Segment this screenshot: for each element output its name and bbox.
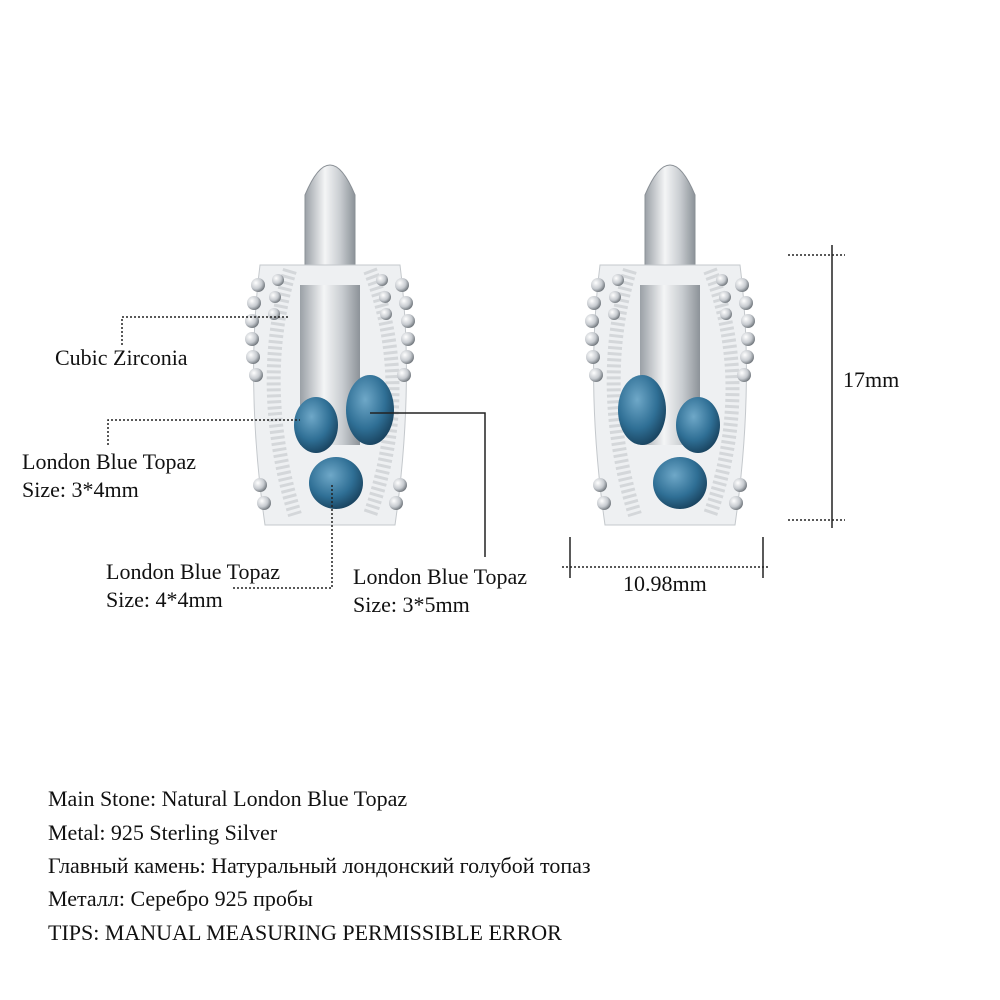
- topaz-4x4-stone: [309, 457, 363, 509]
- topaz-3x4-size: Size: 3*4mm: [22, 477, 139, 502]
- leader-lines: [107, 316, 486, 589]
- spec-metal: Metal: 925 Sterling Silver: [48, 820, 278, 845]
- width-dimension: 10.98mm: [623, 571, 707, 596]
- spec-tips: TIPS: MANUAL MEASURING PERMISSIBLE ERROR: [48, 920, 562, 945]
- left-earring: [245, 165, 415, 525]
- dimension-lines: [562, 245, 845, 578]
- topaz-4x4-size: Size: 4*4mm: [106, 587, 223, 612]
- topaz-4x4-name: London Blue Topaz: [106, 559, 281, 584]
- right-earring: [585, 165, 755, 525]
- topaz-3x5-name: London Blue Topaz: [353, 564, 528, 589]
- topaz-3x4-stone: [294, 397, 338, 453]
- cubic-zirconia-label: Cubic Zirconia: [55, 345, 188, 370]
- spec-metal-ru: Металл: Серебро 925 пробы: [48, 886, 313, 911]
- topaz-3x5-size: Size: 3*5mm: [353, 592, 470, 617]
- topaz-3x4-name: London Blue Topaz: [22, 449, 197, 474]
- height-dimension: 17mm: [843, 367, 900, 392]
- spec-main-stone-ru: Главный камень: Натуральный лондонский г…: [48, 853, 591, 878]
- topaz-3x5-stone: [346, 375, 394, 445]
- spec-main-stone: Main Stone: Natural London Blue Topaz: [48, 786, 408, 811]
